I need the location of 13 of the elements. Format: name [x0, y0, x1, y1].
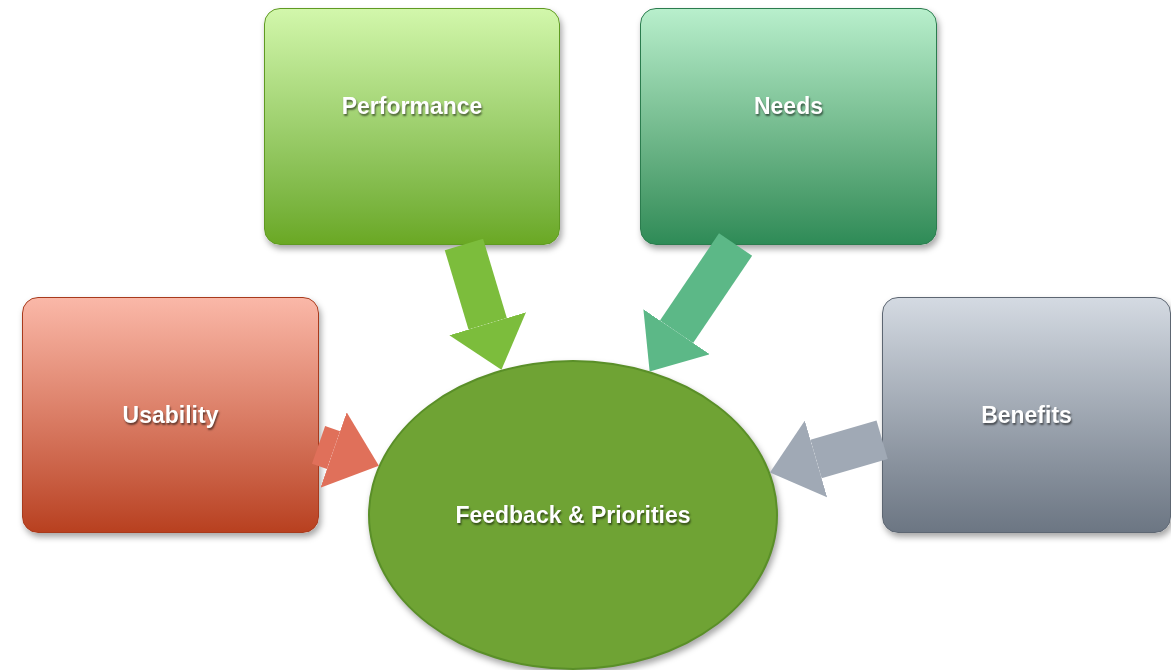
node-label: Feedback & Priorities — [454, 500, 692, 530]
block-arrow — [444, 238, 526, 370]
gradient-box — [22, 297, 319, 533]
gradient-box — [882, 297, 1171, 533]
gradient-box — [264, 8, 560, 245]
node-label: Benefits — [980, 400, 1073, 430]
block-arrow — [311, 412, 379, 488]
node-label: Needs — [752, 92, 824, 122]
node-label: Performance — [340, 92, 484, 122]
block-arrow — [769, 420, 888, 498]
node-label: Usability — [121, 400, 220, 430]
block-arrow — [643, 233, 753, 372]
gradient-box — [640, 8, 937, 245]
